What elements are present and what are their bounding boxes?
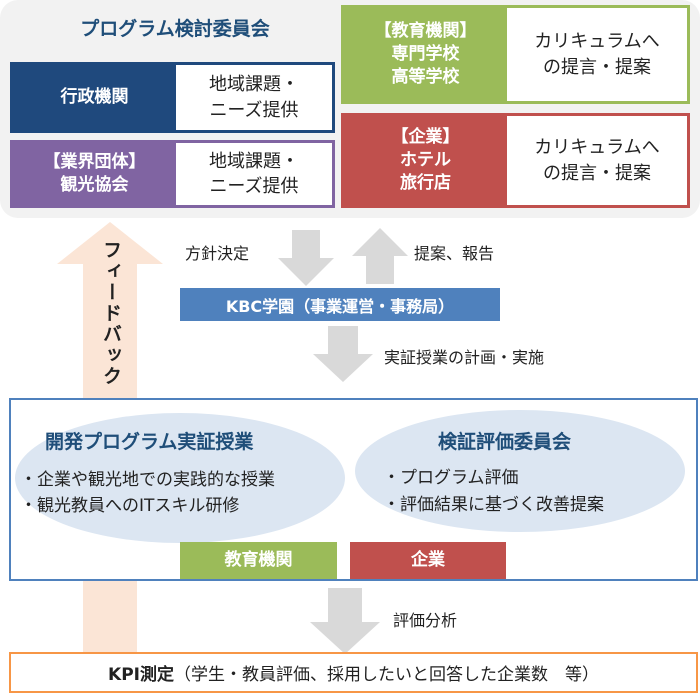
member-role: カリキュラムへ の提言・提案 xyxy=(507,116,687,205)
review-ellipse xyxy=(355,410,685,532)
demo-ellipse xyxy=(15,413,345,543)
policy-label: 方針決定 xyxy=(185,244,250,263)
down-arrow-icon xyxy=(310,588,380,654)
kbc-box: KBC学園（事業運営・事務局） xyxy=(180,288,500,321)
participant-company: 企業 xyxy=(350,542,506,579)
kpi-label: KPI測定 xyxy=(108,665,174,685)
member-label: 【業界団体】 観光協会 xyxy=(13,143,176,205)
demo-title: 開発プログラム実証授業 xyxy=(45,431,254,453)
demo-item: ・企業や観光地での実践的な授業 xyxy=(20,470,275,490)
member-label: 【教育機関】 専門学校 高等学校 xyxy=(344,8,507,101)
member-role: 地域課題・ ニーズ提供 xyxy=(176,65,332,130)
committee-title: プログラム検討委員会 xyxy=(80,18,270,40)
participant-education: 教育機関 xyxy=(180,542,337,579)
up-arrow-icon xyxy=(352,228,408,284)
review-title: 検証評価委員会 xyxy=(438,431,572,453)
member-company: 【企業】 ホテル 旅行店 カリキュラムへ の提言・提案 xyxy=(341,113,690,208)
down-arrow-icon xyxy=(313,326,373,382)
member-label: 【企業】 ホテル 旅行店 xyxy=(344,116,507,205)
review-item: ・プログラム評価 xyxy=(383,468,519,488)
member-government: 行政機関 地域課題・ ニーズ提供 xyxy=(10,62,335,133)
review-item: ・評価結果に基づく改善提案 xyxy=(383,495,604,515)
analysis-label: 評価分析 xyxy=(393,611,458,630)
plan-label: 実証授業の計画・実施 xyxy=(384,348,545,367)
member-role: 地域課題・ ニーズ提供 xyxy=(176,143,332,205)
demo-item: ・観光教員へのITスキル研修 xyxy=(20,496,240,516)
member-role: カリキュラムへ の提言・提案 xyxy=(507,8,687,101)
feedback-label: フィードバック xyxy=(100,240,122,387)
report-label: 提案、報告 xyxy=(414,244,495,263)
kpi-box: KPI測定（学生・教員評価、採用したいと回答した企業数 等） xyxy=(9,652,698,693)
down-arrow-icon xyxy=(278,230,334,286)
member-education: 【教育機関】 専門学校 高等学校 カリキュラムへ の提言・提案 xyxy=(341,5,690,104)
kpi-detail: （学生・教員評価、採用したいと回答した企業数 等） xyxy=(173,665,599,685)
member-label: 行政機関 xyxy=(13,65,176,130)
member-industry: 【業界団体】 観光協会 地域課題・ ニーズ提供 xyxy=(10,140,335,208)
